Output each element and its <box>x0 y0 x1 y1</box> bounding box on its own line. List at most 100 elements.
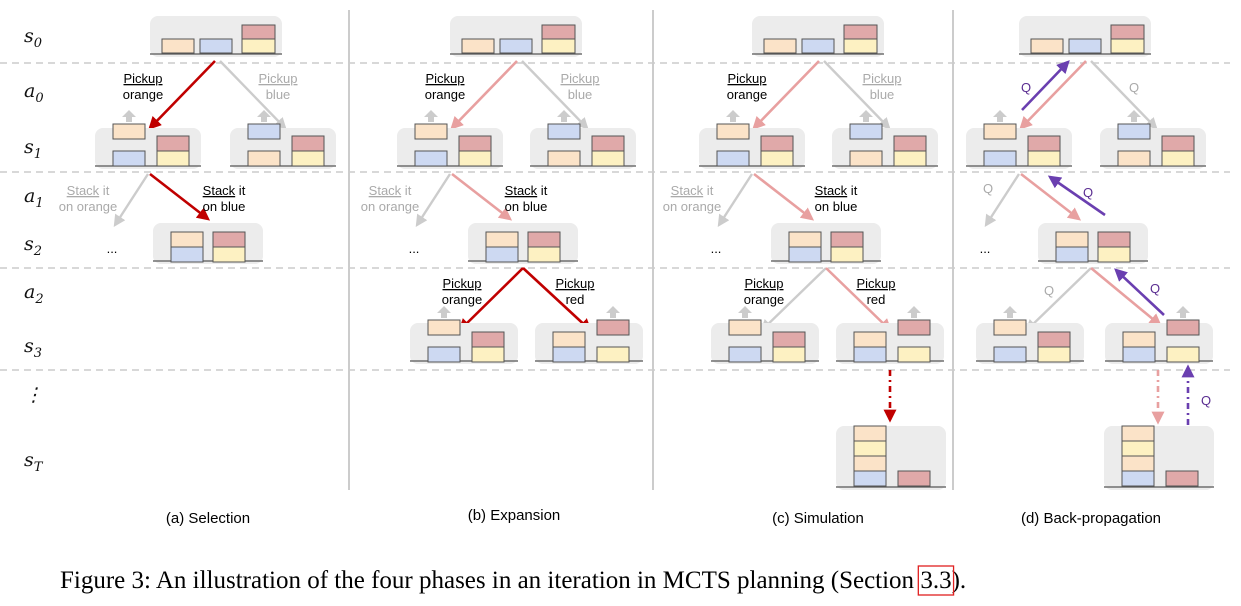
tree-edge-arrow <box>415 173 452 228</box>
tree-edge-arrow <box>1025 267 1092 332</box>
blue-block <box>1122 346 1156 363</box>
state-node <box>535 306 643 364</box>
state-node <box>699 110 805 169</box>
yellow-block <box>897 346 931 363</box>
orange-block <box>853 425 887 442</box>
yellow-block <box>541 38 576 54</box>
row-label: ⋮ <box>24 384 43 406</box>
row-label-base: a <box>24 80 35 102</box>
action-label: Pickup <box>442 276 481 291</box>
ellipsis-label: ... <box>409 241 420 256</box>
action-label: Stack it <box>505 183 548 198</box>
yellow-block <box>591 150 625 167</box>
state-node <box>468 223 578 264</box>
section-ref-link[interactable]: 3.3 <box>920 567 951 594</box>
orange-block <box>1117 150 1151 167</box>
state-node <box>1038 223 1148 264</box>
state-node <box>1105 306 1213 364</box>
row-label: a2 <box>24 281 44 307</box>
blue-block <box>1068 38 1102 54</box>
lift-arrow-icon <box>993 110 1007 122</box>
blue-block <box>199 38 233 54</box>
red-block <box>156 135 190 152</box>
red-block <box>1037 331 1071 348</box>
state-node <box>150 16 282 57</box>
orange-block <box>1055 231 1089 248</box>
q-value-label: Q <box>1044 283 1054 298</box>
action-label: Pickup <box>425 71 464 86</box>
state-background <box>153 223 263 264</box>
section-ref-box <box>917 565 955 596</box>
figure-caption-prefix: Figure 3: An illustration of the four ph… <box>60 567 920 594</box>
tree-edge-arrow <box>458 267 524 332</box>
caption-simulation: (c) Simulation <box>772 510 864 527</box>
action-label: on blue <box>505 199 548 214</box>
tree-edge-arrow <box>1090 266 1163 327</box>
lift-arrow-icon <box>1127 110 1141 122</box>
lift-arrow-icon <box>424 110 438 122</box>
state-background <box>771 223 881 264</box>
state-node <box>771 223 881 264</box>
red-block <box>843 24 878 40</box>
row-label: s2 <box>24 233 42 259</box>
orange-block <box>414 123 448 140</box>
ellipsis-label: ... <box>980 241 991 256</box>
row-label-base: ⋮ <box>24 384 43 406</box>
red-block <box>241 24 276 40</box>
action-label: orange <box>727 87 767 102</box>
lift-arrow-icon <box>257 110 271 122</box>
tree-edge-arrow <box>752 60 820 130</box>
row-label-base: s <box>24 25 34 47</box>
red-block <box>212 231 246 248</box>
figure-caption-suffix: ). <box>952 567 967 594</box>
orange-block <box>485 231 519 248</box>
tree-edge-arrow <box>825 267 892 332</box>
red-block <box>1027 135 1061 152</box>
row-label-subscript: 0 <box>34 36 42 51</box>
state-node <box>966 110 1072 169</box>
blue-block <box>427 346 461 363</box>
yellow-block <box>1037 346 1071 363</box>
yellow-block <box>853 440 887 457</box>
yellow-block <box>1097 246 1131 263</box>
action-label: red <box>566 292 585 307</box>
red-block <box>541 24 576 40</box>
yellow-block <box>1166 346 1200 363</box>
red-block <box>458 135 492 152</box>
tree-edge-arrow <box>1019 60 1087 130</box>
row-label-subscript: T <box>34 460 44 475</box>
state-node <box>836 425 946 490</box>
row-label-base: s <box>24 233 34 255</box>
lift-arrow-icon <box>907 306 921 318</box>
action-label: orange <box>442 292 482 307</box>
yellow-block <box>760 150 794 167</box>
action-label: Stack it <box>203 183 246 198</box>
yellow-block <box>596 346 630 363</box>
state-background <box>468 223 578 264</box>
yellow-block <box>156 150 190 167</box>
orange-block <box>983 123 1017 140</box>
yellow-block <box>830 246 864 263</box>
orange-block <box>853 331 887 348</box>
orange-block <box>763 38 797 54</box>
action-label: on orange <box>59 199 118 214</box>
orange-block <box>1121 455 1155 472</box>
blue-block <box>547 123 581 140</box>
state-background <box>1038 223 1148 264</box>
blue-block <box>499 38 533 54</box>
state-node <box>95 110 201 169</box>
lift-arrow-icon <box>738 306 752 318</box>
action-label: Pickup <box>856 276 895 291</box>
row-label-subscript: 2 <box>34 292 43 307</box>
blue-block <box>853 346 887 363</box>
red-block <box>1165 470 1199 487</box>
action-label: Stack it <box>369 183 412 198</box>
yellow-block <box>1110 38 1145 54</box>
lift-arrow-icon <box>122 110 136 122</box>
tree-edge-arrow <box>1021 60 1070 111</box>
tree-edge-arrow <box>1020 172 1082 221</box>
row-label-subscript: 2 <box>33 244 42 259</box>
yellow-block <box>527 246 561 263</box>
state-node <box>450 16 582 57</box>
